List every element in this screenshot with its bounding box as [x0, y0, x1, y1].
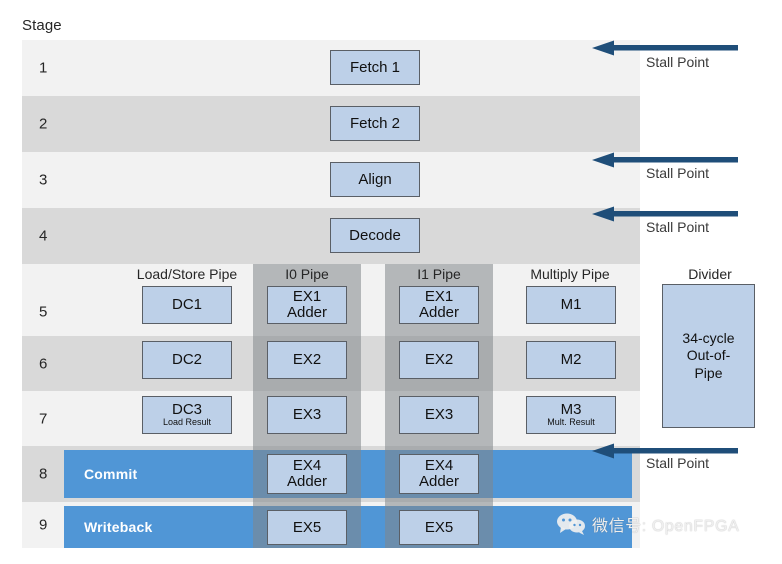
divider-line-2: Out-of-	[686, 347, 731, 364]
stage-number: 2	[39, 115, 48, 133]
unit-box-dc3: DC3 Load Result	[142, 396, 232, 434]
unit-box-fetch-2: Fetch 2	[330, 106, 420, 141]
unit-label: M1	[560, 296, 582, 314]
unit-label: EX2	[424, 351, 454, 369]
unit-box-i0-ex4: EX4 Adder	[267, 454, 347, 494]
unit-label: EX2	[292, 351, 322, 369]
column-header-i0-pipe: I0 Pipe	[285, 266, 329, 282]
stage-number: 1	[39, 59, 48, 77]
column-header-divider: Divider	[688, 266, 732, 282]
unit-box-i1-ex4: EX4 Adder	[399, 454, 479, 494]
unit-box-i1-ex2: EX2	[399, 341, 479, 379]
unit-sublabel: Load Result	[162, 417, 212, 428]
unit-label: EX3	[292, 406, 322, 424]
unit-box-m3: M3 Mult. Result	[526, 396, 616, 434]
unit-label-line2: Adder	[418, 473, 460, 490]
unit-label: Fetch 2	[349, 114, 401, 132]
pipeline-diagram: 1 2 3 4 5 6 7 8 9 Commit Writeback Fetch…	[22, 40, 732, 548]
stall-arrow-icon	[592, 443, 738, 459]
column-header-multiply-pipe: Multiply Pipe	[530, 266, 610, 282]
stage-number: 7	[39, 410, 48, 427]
divider-line-3: Pipe	[694, 364, 723, 381]
column-header-load-store: Load/Store Pipe	[136, 266, 238, 282]
unit-label: EX5	[292, 518, 322, 536]
unit-label: DC3	[171, 400, 202, 418]
unit-box-dc2: DC2	[142, 341, 232, 379]
writeback-bar: Writeback	[64, 506, 632, 548]
unit-label: M3	[560, 400, 582, 418]
unit-label: EX4	[292, 457, 322, 475]
stage-number: 5	[39, 303, 48, 321]
unit-label: EX1	[292, 288, 322, 306]
unit-box-align: Align	[330, 162, 420, 197]
unit-label: EX4	[424, 457, 454, 475]
unit-label: Decode	[349, 226, 401, 244]
unit-label: Fetch 1	[349, 58, 401, 76]
stall-point-label-stage3: Stall Point	[646, 165, 710, 181]
unit-box-dc1: DC1	[142, 286, 232, 324]
writeback-label: Writeback	[84, 519, 153, 535]
stall-point-label-stage1: Stall Point	[646, 54, 710, 70]
unit-box-i0-ex1: EX1 Adder	[267, 286, 347, 324]
commit-label: Commit	[84, 466, 138, 482]
unit-label: EX3	[424, 406, 454, 424]
unit-label-line2: Adder	[286, 473, 328, 490]
unit-label: DC1	[171, 296, 202, 314]
unit-box-m1: M1	[526, 286, 616, 324]
unit-label-line2: Adder	[286, 304, 328, 321]
page-title: Stage	[22, 17, 62, 34]
stage-number: 8	[39, 465, 48, 483]
stall-point-label-stage4: Stall Point	[646, 219, 710, 235]
unit-box-i0-ex5: EX5	[267, 510, 347, 545]
stall-arrow-icon	[592, 40, 738, 56]
stall-arrow-icon	[592, 152, 738, 168]
unit-box-i0-ex3: EX3	[267, 396, 347, 434]
unit-box-m2: M2	[526, 341, 616, 379]
divider-line-1: 34-cycle	[682, 329, 735, 346]
unit-box-fetch-1: Fetch 1	[330, 50, 420, 85]
unit-label-line2: Adder	[418, 304, 460, 321]
unit-sublabel: Mult. Result	[547, 417, 595, 428]
unit-box-i0-ex2: EX2	[267, 341, 347, 379]
stall-arrow-icon	[592, 206, 738, 222]
column-header-i1-pipe: I1 Pipe	[417, 266, 461, 282]
stage-number: 9	[39, 516, 48, 534]
unit-box-decode: Decode	[330, 218, 420, 253]
stage-number: 6	[39, 355, 48, 372]
unit-label: EX5	[424, 518, 454, 536]
unit-box-i1-ex1: EX1 Adder	[399, 286, 479, 324]
unit-label: EX1	[424, 288, 454, 306]
stage-number: 3	[39, 171, 48, 189]
stage-number: 4	[39, 227, 48, 245]
unit-box-divider: 34-cycle Out-of- Pipe	[662, 284, 755, 428]
unit-label: Align	[358, 170, 392, 188]
unit-box-i1-ex3: EX3	[399, 396, 479, 434]
unit-label: M2	[560, 351, 582, 369]
commit-bar: Commit	[64, 450, 632, 498]
stall-point-label-stage8: Stall Point	[646, 455, 710, 471]
unit-label: DC2	[171, 351, 202, 369]
unit-box-i1-ex5: EX5	[399, 510, 479, 545]
